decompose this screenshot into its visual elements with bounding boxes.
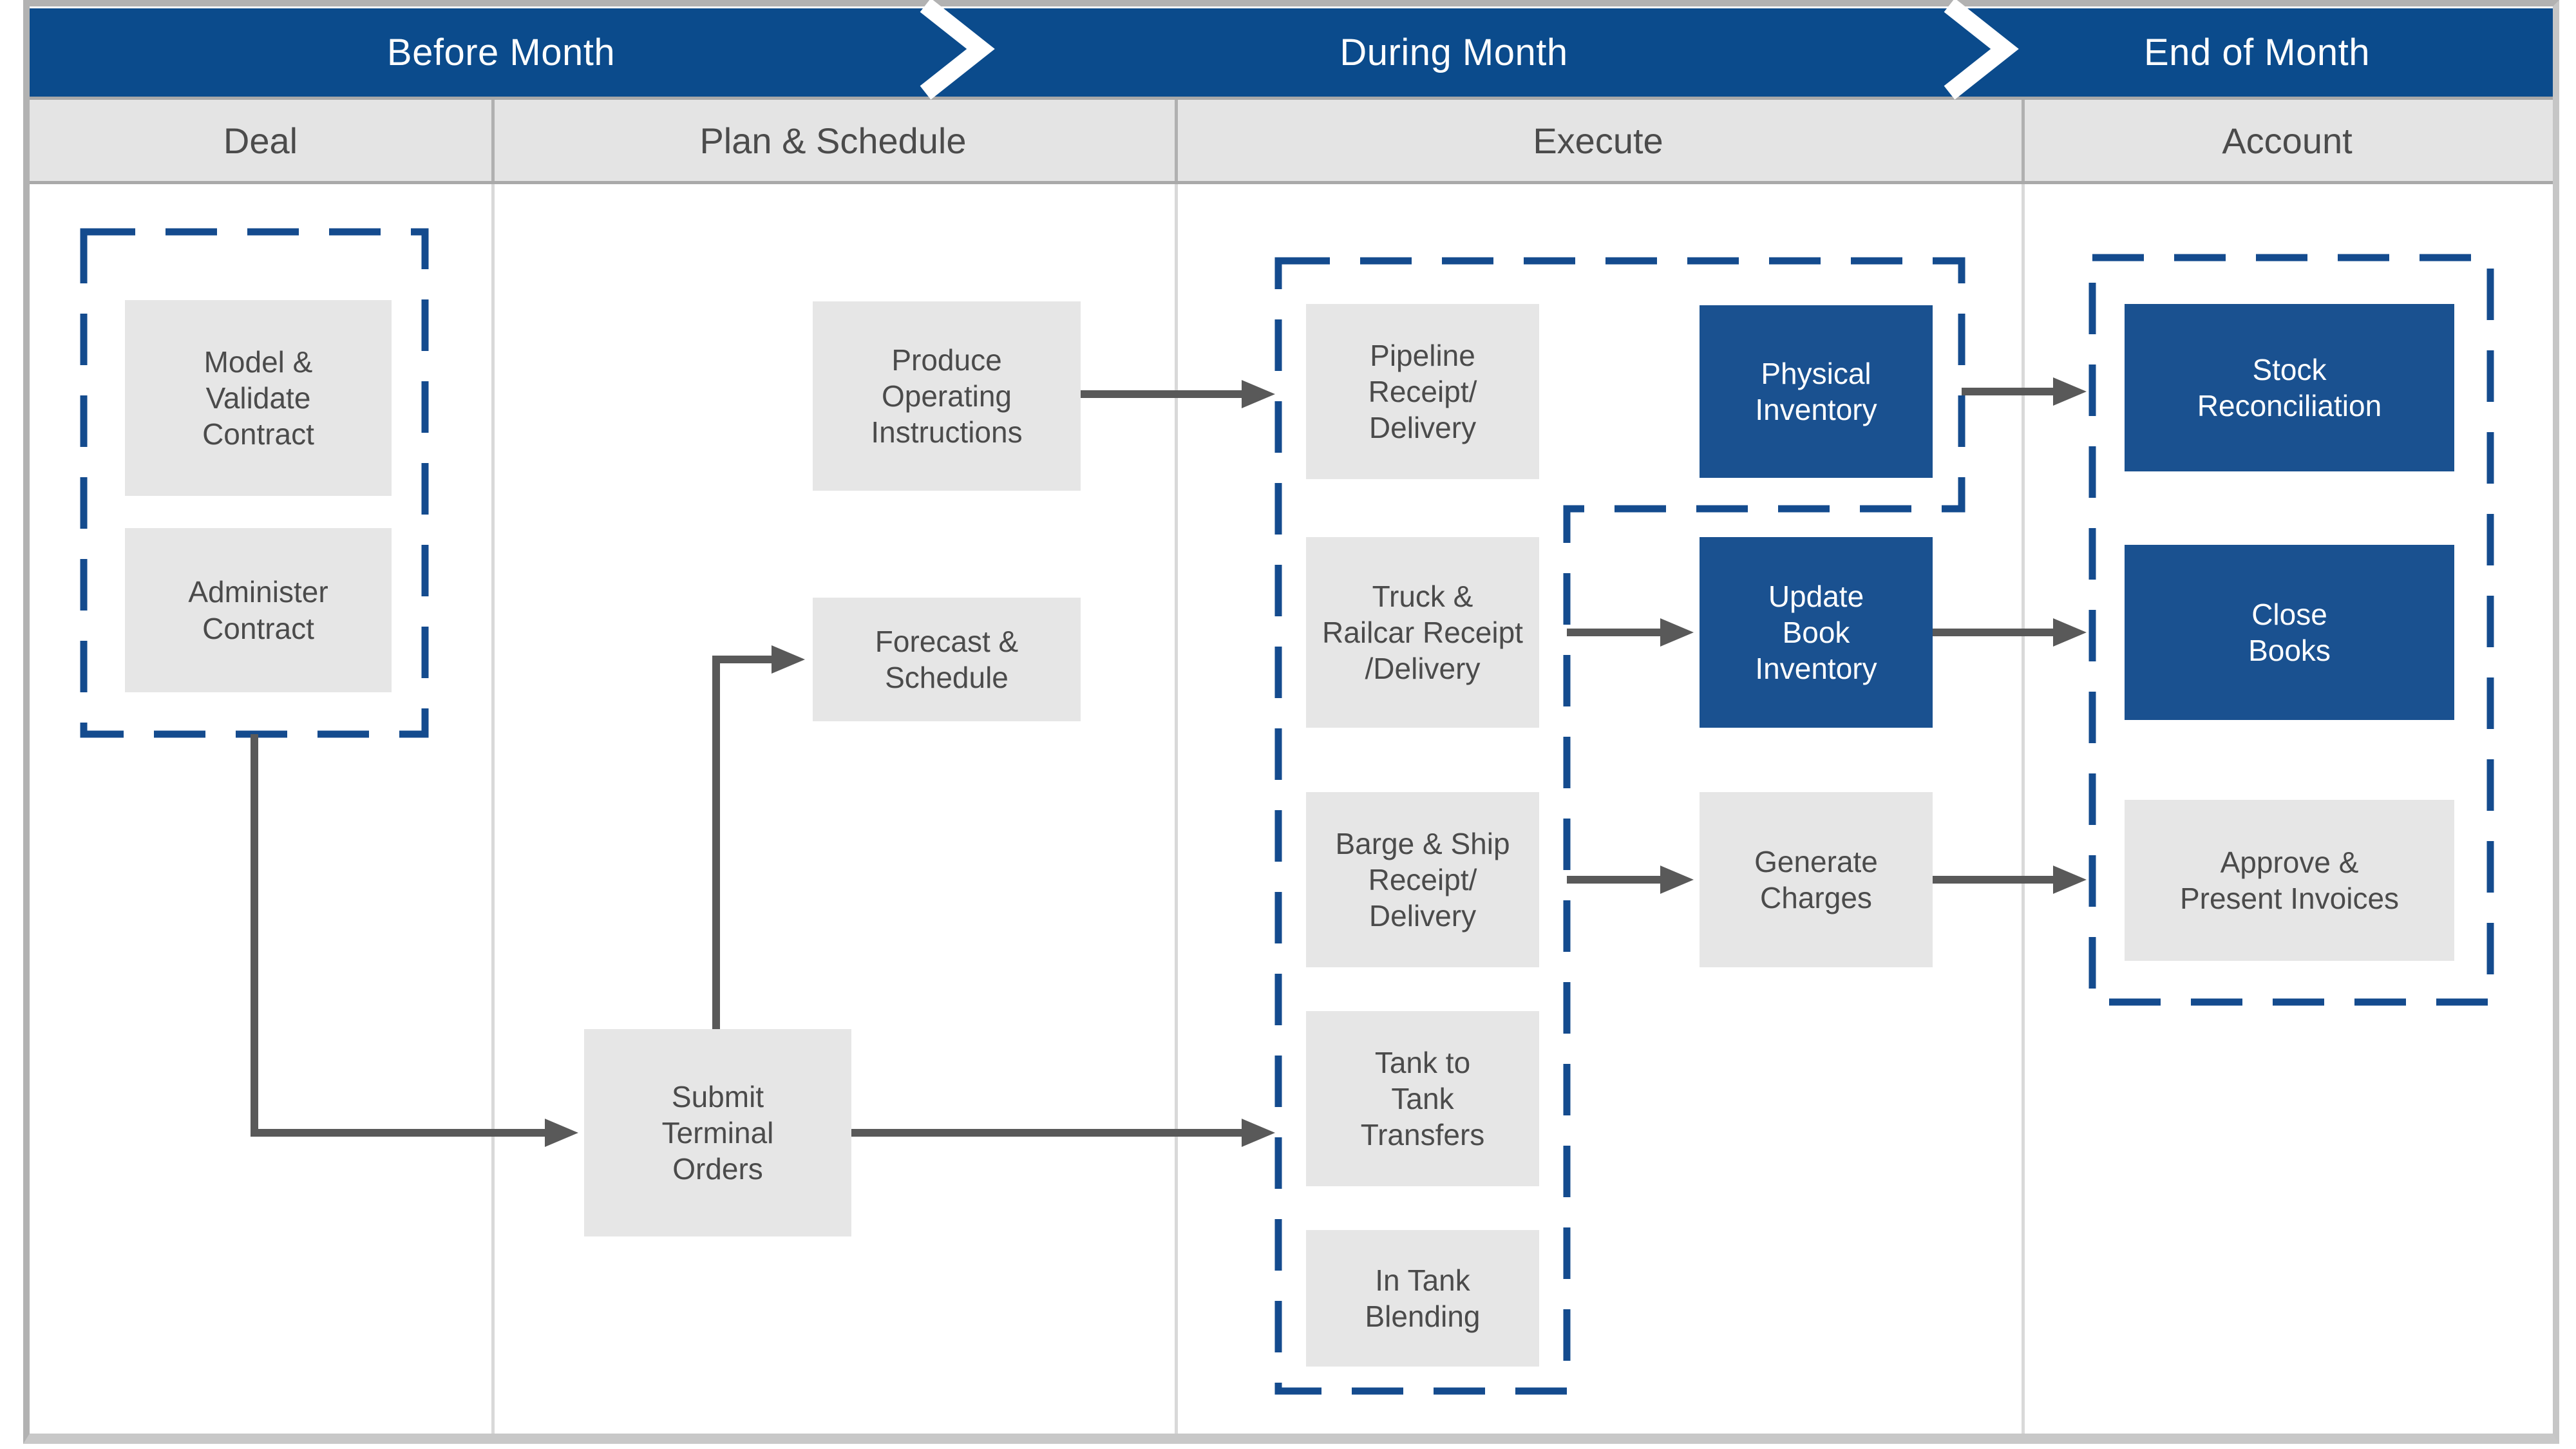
- column-separator: [491, 184, 495, 1434]
- column-header-account: Account: [2022, 100, 2553, 181]
- flow-box-barge-ship-receipt-delivery: Barge & Ship Receipt/ Delivery: [1306, 792, 1539, 967]
- flow-box-produce-operating-instructions: Produce Operating Instructions: [813, 301, 1081, 491]
- column-separator: [491, 100, 495, 181]
- phase-end-of-month: End of Month: [2000, 8, 2553, 97]
- phase-label: During Month: [1340, 32, 1568, 73]
- column-separator: [2022, 100, 2025, 181]
- flow-box-generate-charges: Generate Charges: [1700, 792, 1933, 967]
- flow-box-model-validate-contract: Model & Validate Contract: [125, 300, 392, 496]
- column-header-deal: Deal: [30, 100, 491, 181]
- flow-box-forecast-schedule: Forecast & Schedule: [813, 598, 1081, 721]
- phase-banner: Before Month During Month End of Month: [30, 8, 2553, 97]
- column-header-label: Plan & Schedule: [699, 120, 967, 161]
- flow-box-close-books: Close Books: [2125, 545, 2454, 720]
- phase-during-month: During Month: [972, 8, 2000, 97]
- column-header-band: [30, 100, 2553, 181]
- flow-box-update-book-inventory: Update Book Inventory: [1700, 537, 1933, 728]
- phase-label: Before Month: [386, 32, 616, 73]
- column-separator: [1175, 100, 1178, 181]
- column-header-label: Account: [2222, 120, 2353, 161]
- flow-box-submit-terminal-orders: Submit Terminal Orders: [584, 1029, 851, 1236]
- flow-box-in-tank-blending: In Tank Blending: [1306, 1230, 1539, 1367]
- flow-box-approve-present-invoices: Approve & Present Invoices: [2125, 800, 2454, 961]
- divider-line: [30, 97, 2553, 100]
- flow-box-administer-contract: Administer Contract: [125, 528, 392, 692]
- flow-box-tank-to-tank-transfers: Tank to Tank Transfers: [1306, 1011, 1539, 1186]
- flow-box-truck-railcar-receipt-delivery: Truck & Railcar Receipt /Delivery: [1306, 537, 1539, 728]
- flow-box-stock-reconciliation: Stock Reconciliation: [2125, 304, 2454, 471]
- column-header-execute: Execute: [1175, 100, 2022, 181]
- column-header-label: Deal: [223, 120, 298, 161]
- phase-before-month: Before Month: [30, 8, 972, 97]
- divider-line: [30, 181, 2553, 184]
- column-separator: [2022, 184, 2025, 1434]
- phase-label: End of Month: [2144, 32, 2370, 73]
- column-header-label: Execute: [1533, 120, 1663, 161]
- table-frame: [23, 0, 2559, 1444]
- flow-box-pipeline-receipt-delivery: Pipeline Receipt/ Delivery: [1306, 304, 1539, 479]
- column-header-plan-schedule: Plan & Schedule: [491, 100, 1175, 181]
- column-separator: [1175, 184, 1178, 1434]
- flow-box-physical-inventory: Physical Inventory: [1700, 305, 1933, 478]
